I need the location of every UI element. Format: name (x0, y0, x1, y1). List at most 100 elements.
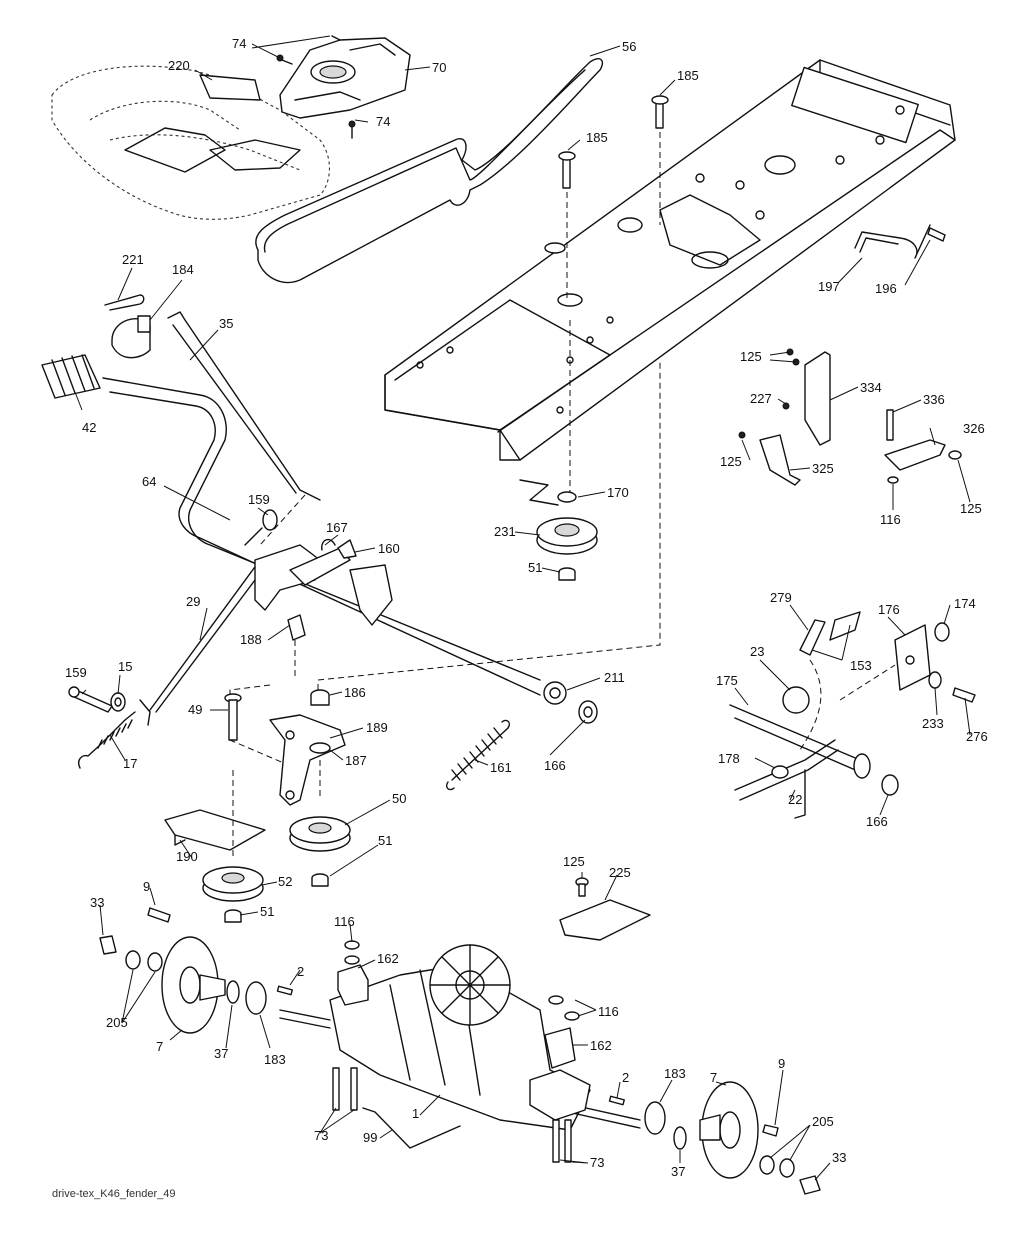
leader-lines (74, 35, 971, 1181)
label-185: 185 (677, 68, 699, 83)
handle-grip (41, 354, 101, 399)
plate-225 (559, 877, 651, 941)
label-167: 167 (326, 520, 348, 535)
pulley-50 (289, 816, 351, 852)
label-9: 9 (778, 1056, 785, 1071)
label-2: 2 (297, 964, 304, 979)
bracket-334 (786, 348, 831, 446)
shaft-175 (729, 704, 871, 779)
brake-rod (854, 224, 946, 259)
nut-116 (344, 940, 580, 1021)
label-17: 17 (123, 756, 137, 771)
pulley-231 (536, 517, 598, 555)
label-74: 74 (232, 36, 246, 51)
label-116: 116 (334, 914, 355, 929)
bracket-162a (337, 955, 369, 1006)
label-183: 183 (264, 1052, 286, 1067)
label-185: 185 (586, 130, 608, 145)
label-125: 125 (720, 454, 742, 469)
label-23: 23 (750, 644, 764, 659)
label-29: 29 (186, 594, 200, 609)
diagram-caption: drive-tex_K46_fender_49 (52, 1188, 176, 1200)
label-7: 7 (710, 1070, 717, 1085)
label-116: 116 (880, 512, 901, 527)
label-9: 9 (143, 879, 150, 894)
guide-line (317, 360, 661, 690)
label-70: 70 (432, 60, 446, 75)
bearing-183 (245, 981, 666, 1135)
label-231: 231 (494, 524, 516, 539)
bracket-326 (884, 409, 962, 484)
belt-shield (164, 809, 266, 851)
spring-clip (321, 538, 336, 551)
label-221: 221 (122, 252, 144, 267)
label-116: 116 (598, 1004, 619, 1019)
label-205: 205 (106, 1015, 128, 1030)
label-125: 125 (740, 349, 762, 364)
label-326: 326 (963, 421, 985, 436)
bracket-176 (894, 624, 931, 691)
label-99: 99 (363, 1130, 377, 1145)
label-160: 160 (378, 541, 400, 556)
label-225: 225 (609, 865, 631, 880)
label-125: 125 (960, 501, 982, 516)
label-334: 334 (860, 380, 882, 395)
label-233: 233 (922, 716, 944, 731)
drive-belt (255, 58, 604, 284)
label-188: 188 (240, 632, 262, 647)
pivot-bracket (254, 544, 393, 641)
label-279: 279 (770, 590, 792, 605)
spring-17 (78, 711, 136, 769)
label-162: 162 (377, 951, 399, 966)
washer-15 (110, 692, 126, 712)
label-51: 51 (378, 833, 392, 848)
label-211: 211 (604, 670, 625, 685)
console-cover (279, 37, 411, 119)
frame-washer (544, 242, 583, 307)
label-183: 183 (664, 1066, 686, 1081)
guide-line (839, 664, 896, 701)
pedal-arm-22 (734, 739, 839, 819)
idler-bracket-170 (519, 479, 577, 506)
label-159: 159 (65, 665, 87, 680)
label-196: 196 (875, 281, 897, 296)
bracket-162b (544, 1027, 576, 1069)
label-49: 49 (188, 702, 202, 717)
washer-166 (578, 700, 598, 724)
callout-labels: 74 70 220 74 56 185 185 197 196 221 184 … (65, 36, 988, 1179)
chassis-frame (384, 59, 956, 461)
link-279 (799, 619, 826, 656)
bolt-9 (147, 907, 779, 1137)
label-174: 174 (954, 596, 976, 611)
label-166: 166 (544, 758, 566, 773)
bolt-33 (99, 935, 821, 1195)
label-166: 166 (866, 814, 888, 829)
label-187: 187 (345, 753, 367, 768)
nut-51c (224, 909, 242, 923)
bolt-276 (952, 687, 976, 703)
hair-clip (337, 539, 357, 559)
label-42: 42 (82, 420, 96, 435)
washer-233 (928, 671, 942, 689)
label-74: 74 (376, 114, 390, 129)
label-190: 190 (176, 849, 198, 864)
tension-spring (445, 719, 511, 791)
rod-99 (362, 1107, 461, 1149)
label-325: 325 (812, 461, 834, 476)
control-rod (167, 311, 321, 501)
idler-arm (269, 689, 346, 806)
hub-7-left (161, 936, 226, 1034)
label-51: 51 (528, 560, 542, 575)
washer-174 (934, 622, 950, 642)
label-64: 64 (142, 474, 156, 489)
transaxle (279, 944, 641, 1131)
label-15: 15 (118, 659, 132, 674)
label-153: 153 (850, 658, 872, 673)
nut-51b (311, 873, 329, 887)
label-50: 50 (392, 791, 406, 806)
label-51: 51 (260, 904, 274, 919)
bushing-211 (543, 681, 567, 705)
label-1: 1 (412, 1106, 419, 1121)
label-184: 184 (172, 262, 194, 277)
